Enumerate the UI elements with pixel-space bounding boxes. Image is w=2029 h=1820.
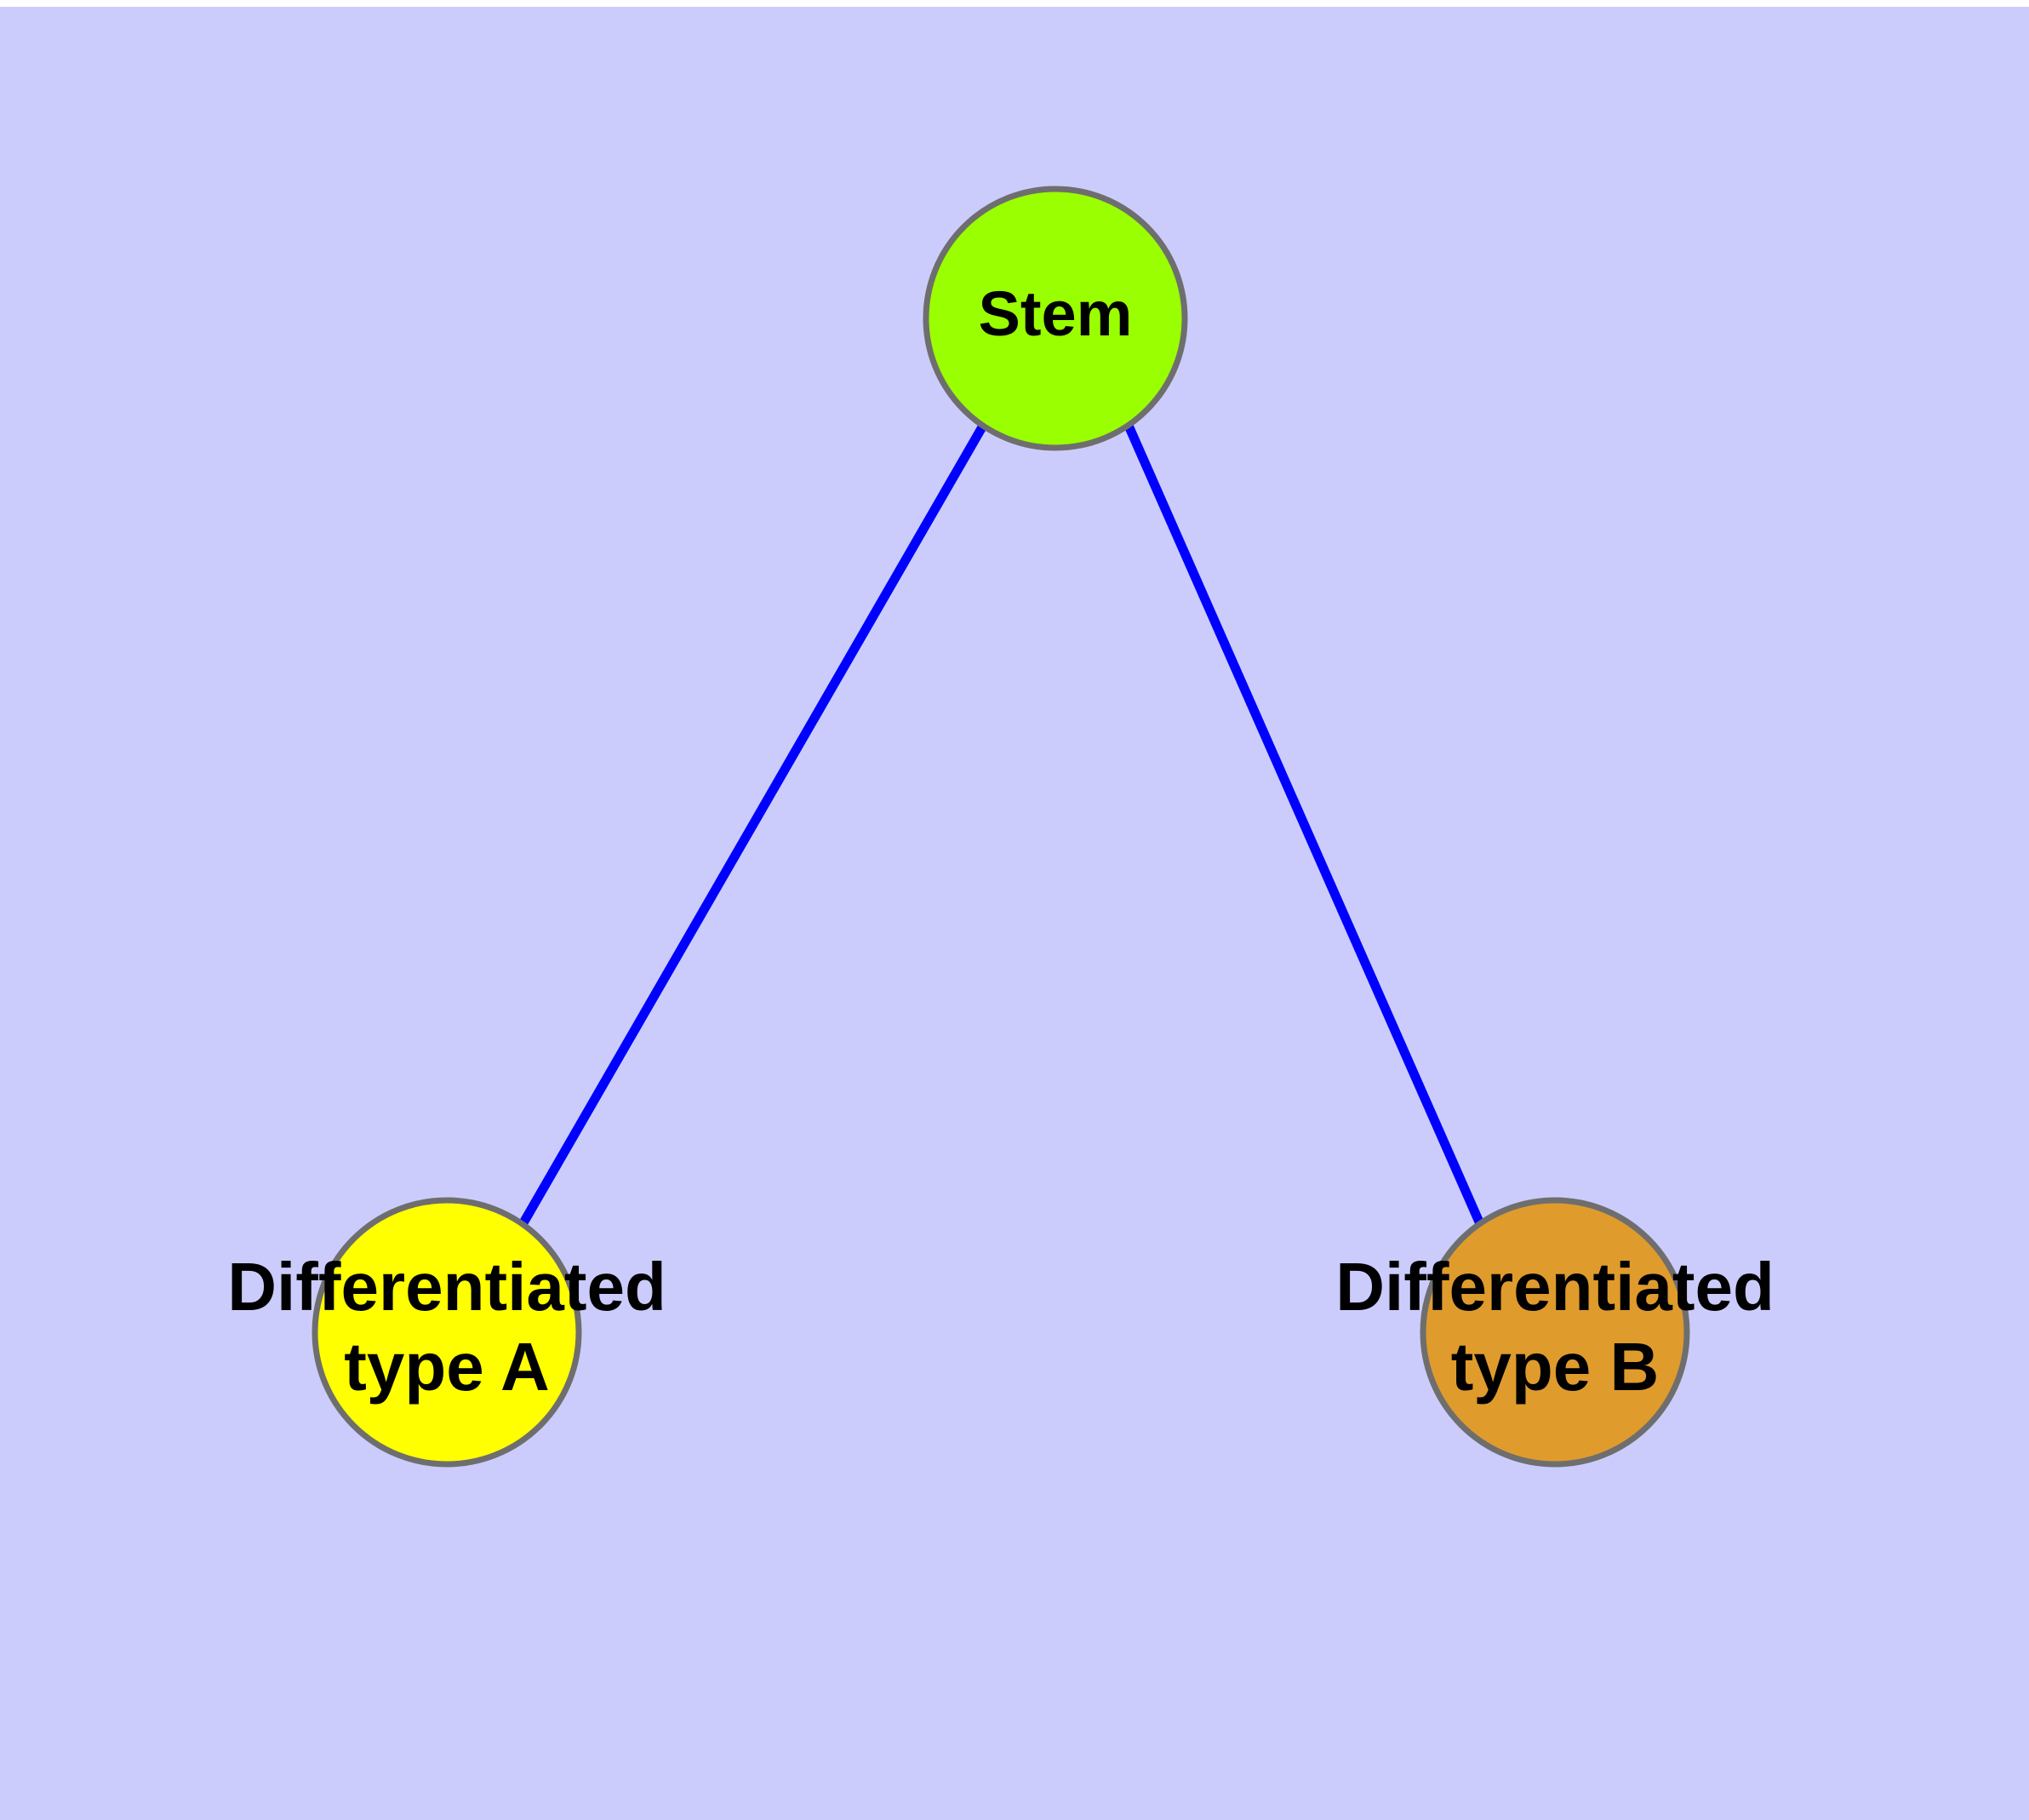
graph-edge[interactable] bbox=[517, 423, 987, 1228]
node-label-line: type B bbox=[1451, 1329, 1660, 1405]
node-circle-stem[interactable] bbox=[923, 186, 1188, 451]
node-label-line: Differentiated bbox=[1335, 1249, 1775, 1325]
node-label-line: type A bbox=[344, 1329, 550, 1405]
node-label-line: Differentiated bbox=[227, 1249, 666, 1325]
node-circle-diff-a[interactable] bbox=[311, 1197, 582, 1468]
graph-edge[interactable] bbox=[1123, 423, 1486, 1228]
graph-node-stem[interactable]: Stem bbox=[923, 186, 1188, 451]
node-label-stem: Stem bbox=[979, 278, 1133, 349]
node-label-line: Stem bbox=[979, 278, 1133, 349]
edges-layer bbox=[517, 423, 1486, 1228]
node-circle-diff-b[interactable] bbox=[1420, 1197, 1690, 1468]
